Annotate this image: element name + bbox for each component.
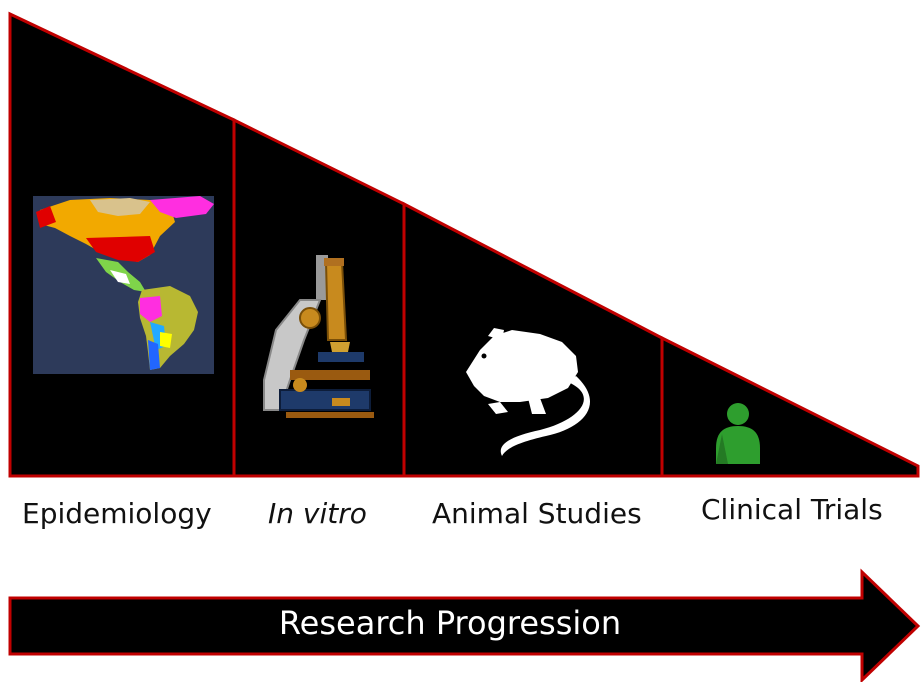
- mouse-icon: [466, 328, 591, 456]
- research-progression-label: Research Progression: [278, 604, 622, 642]
- stage-label-epidemiology: Epidemiology: [22, 497, 212, 530]
- stage-panel-clinical: [660, 335, 920, 478]
- americas-map-icon: [33, 196, 214, 374]
- stage-label-clinical-trials: Clinical Trials: [701, 493, 883, 526]
- stage-label-animal-studies: Animal Studies: [432, 497, 642, 530]
- research-progression-arrow: [8, 568, 921, 682]
- person-icon: [716, 403, 760, 464]
- stage-label-in-vitro: In vitro: [268, 497, 367, 530]
- microscope-icon: [263, 255, 374, 418]
